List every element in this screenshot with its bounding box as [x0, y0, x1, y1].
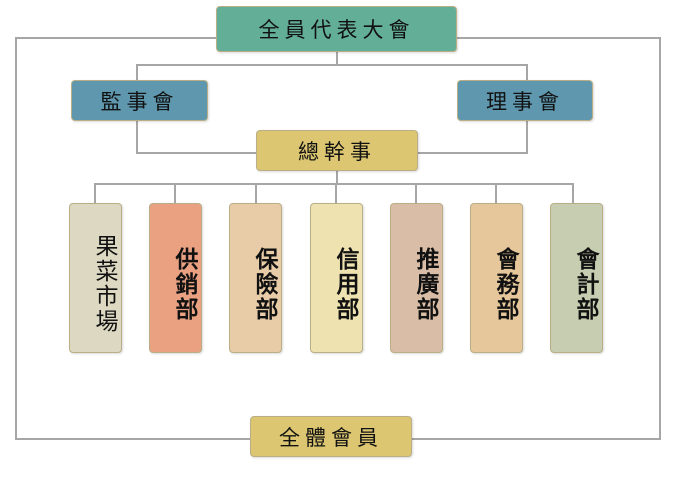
connector [495, 183, 497, 204]
connector [411, 438, 661, 440]
department-box: 會計部 [550, 203, 603, 353]
department-box: 推廣部 [390, 203, 443, 353]
connector [457, 37, 661, 39]
connector [415, 183, 417, 204]
connector [174, 183, 176, 204]
connector [136, 121, 138, 154]
connector [136, 64, 528, 66]
connector [94, 183, 574, 185]
department-box: 會務部 [470, 203, 523, 353]
connector [335, 183, 337, 204]
connector [417, 152, 528, 154]
general-manager-box: 總幹事 [256, 130, 418, 171]
connector [526, 64, 528, 81]
connector [136, 64, 138, 81]
connector [526, 121, 528, 154]
department-box: 果菜市場 [69, 203, 122, 353]
all-members-box: 全體會員 [250, 416, 412, 457]
connector [572, 183, 574, 204]
department-box: 信用部 [310, 203, 363, 353]
department-box: 保險部 [229, 203, 282, 353]
general-assembly-box: 全員代表大會 [216, 6, 457, 52]
connector [15, 37, 17, 440]
connector [15, 438, 251, 440]
connector [136, 152, 257, 154]
connector [94, 183, 96, 204]
supervisors-box: 監事會 [71, 80, 208, 121]
connector [336, 52, 338, 66]
directors-box: 理事會 [457, 80, 593, 121]
connector [336, 171, 338, 185]
connector [659, 37, 661, 440]
connector [255, 183, 257, 204]
connector [15, 37, 216, 39]
department-box: 供銷部 [149, 203, 202, 353]
